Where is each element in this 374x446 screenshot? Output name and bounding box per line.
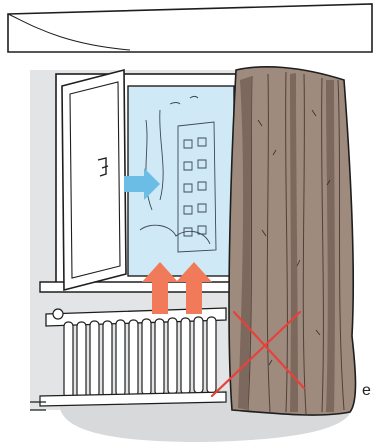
ceiling-strip bbox=[8, 4, 372, 52]
open-window-sash bbox=[62, 70, 126, 290]
cut-off-caption-text: e bbox=[362, 383, 371, 399]
